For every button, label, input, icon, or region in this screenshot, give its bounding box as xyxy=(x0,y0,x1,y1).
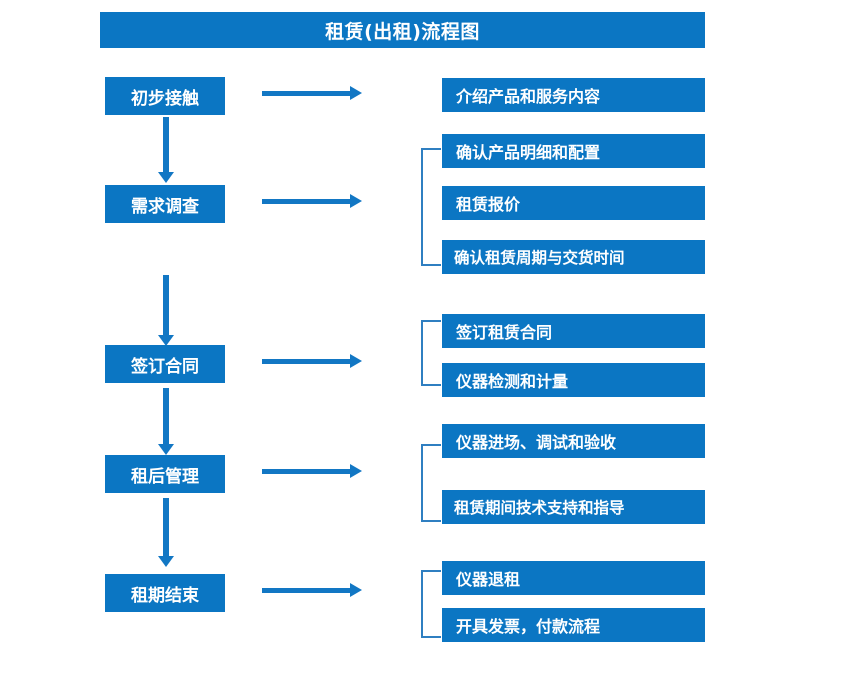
arrow-head xyxy=(158,172,174,183)
flow-arrow-right-3 xyxy=(262,354,362,368)
arrow-shaft xyxy=(262,199,352,204)
arrow-shaft xyxy=(262,359,352,364)
group-bracket-2 xyxy=(421,148,441,266)
stage-box-3[interactable]: 签订合同 xyxy=(105,345,225,383)
page-title: 租赁(出租)流程图 xyxy=(100,12,705,48)
arrow-head xyxy=(158,335,174,346)
arrow-head xyxy=(158,444,174,455)
detail-box-8[interactable]: 租赁期间技术支持和指导 xyxy=(442,490,705,524)
arrow-shaft xyxy=(163,498,169,556)
stage-box-4[interactable]: 租后管理 xyxy=(105,455,225,493)
flow-arrow-right-4 xyxy=(262,464,362,478)
flow-arrow-down-3 xyxy=(158,388,174,456)
arrow-head xyxy=(158,556,174,567)
flow-arrow-down-2 xyxy=(158,275,174,347)
arrow-head xyxy=(350,583,362,597)
flow-arrow-right-5 xyxy=(262,583,362,597)
flow-arrow-down-4 xyxy=(158,498,174,568)
detail-box-4[interactable]: 确认租赁周期与交货时间 xyxy=(442,240,705,274)
group-bracket-5 xyxy=(421,570,441,638)
detail-box-5[interactable]: 签订租赁合同 xyxy=(442,314,705,348)
arrow-shaft xyxy=(262,91,352,96)
detail-box-1[interactable]: 介绍产品和服务内容 xyxy=(442,78,705,112)
arrow-shaft xyxy=(163,388,169,444)
arrow-shaft xyxy=(262,469,352,474)
flow-arrow-down-1 xyxy=(158,117,174,183)
stage-box-5[interactable]: 租期结束 xyxy=(105,574,225,612)
arrow-head xyxy=(350,464,362,478)
arrow-shaft xyxy=(163,117,169,172)
flow-arrow-right-2 xyxy=(262,194,362,208)
detail-box-7[interactable]: 仪器进场、调试和验收 xyxy=(442,424,705,458)
arrow-shaft xyxy=(262,588,352,593)
detail-box-3[interactable]: 租赁报价 xyxy=(442,186,705,220)
detail-box-6[interactable]: 仪器检测和计量 xyxy=(442,363,705,397)
stage-box-1[interactable]: 初步接触 xyxy=(105,77,225,115)
detail-box-2[interactable]: 确认产品明细和配置 xyxy=(442,134,705,168)
arrow-head xyxy=(350,86,362,100)
group-bracket-3 xyxy=(421,320,441,386)
flow-arrow-right-1 xyxy=(262,86,362,100)
detail-box-10[interactable]: 开具发票，付款流程 xyxy=(442,608,705,642)
arrow-shaft xyxy=(163,275,169,335)
arrow-head xyxy=(350,194,362,208)
detail-box-9[interactable]: 仪器退租 xyxy=(442,561,705,595)
stage-box-2[interactable]: 需求调查 xyxy=(105,185,225,223)
arrow-head xyxy=(350,354,362,368)
group-bracket-4 xyxy=(421,444,441,522)
